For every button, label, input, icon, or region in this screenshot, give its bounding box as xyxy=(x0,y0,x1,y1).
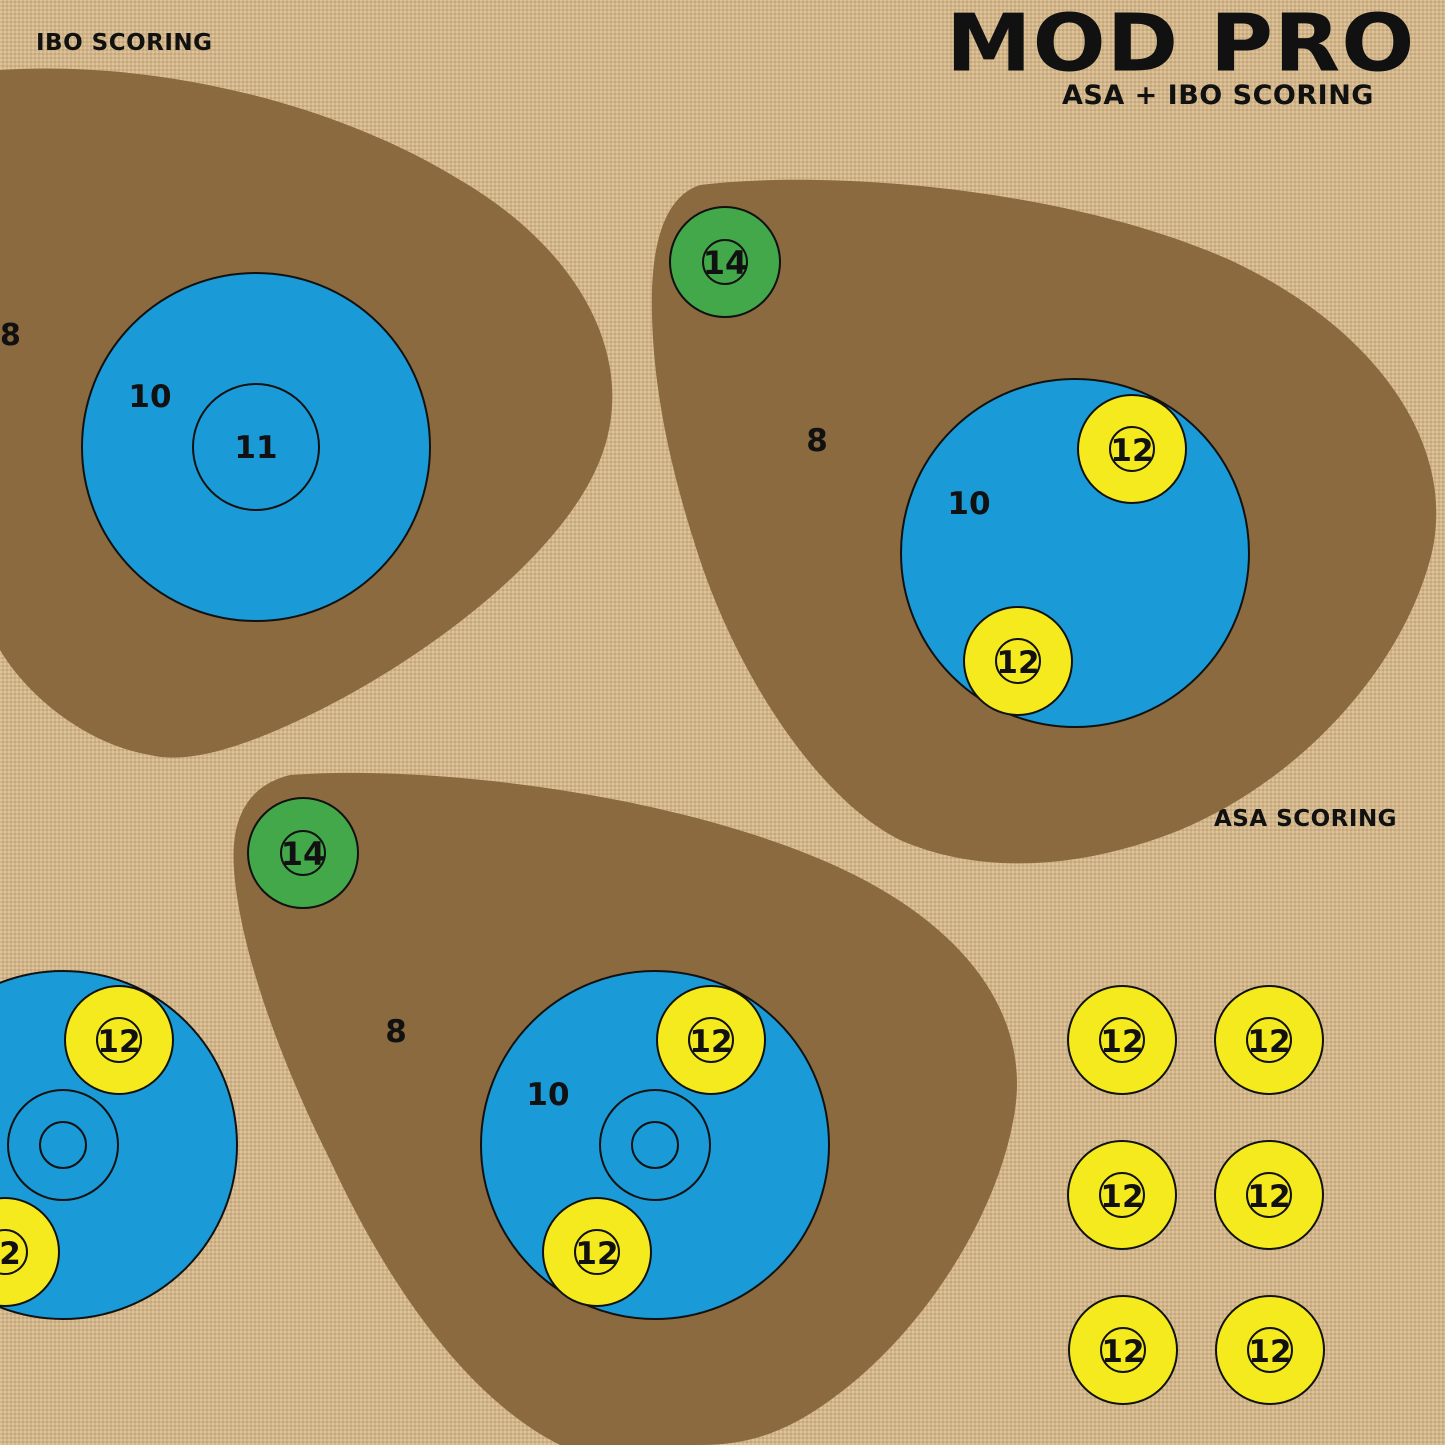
score-12: 12 xyxy=(97,1024,140,1060)
ring-12-upper-inner xyxy=(96,1017,142,1063)
ring-12-upper xyxy=(656,985,766,1095)
spare-dot: 12 xyxy=(1068,1295,1178,1405)
spare-dot: 12 xyxy=(1214,985,1324,1095)
ring-11 xyxy=(599,1089,711,1201)
spare-score: 12 xyxy=(1247,1179,1290,1215)
ring-11 xyxy=(7,1089,119,1201)
ring-12-upper-inner xyxy=(688,1017,734,1063)
kill-zone-10 xyxy=(480,970,830,1320)
spare-score: 12 xyxy=(1101,1334,1144,1370)
target-bottom-middle: 8 10 14 12 12 xyxy=(233,772,1017,1445)
score-10: 10 xyxy=(947,486,990,522)
kill-zone-10 xyxy=(900,378,1250,728)
score-12: 12 xyxy=(575,1236,618,1272)
ring-14-inner xyxy=(280,830,326,876)
ring-12-lower-inner xyxy=(0,1229,28,1275)
spare-score: 12 xyxy=(1100,1024,1143,1060)
spare-dots: 12 12 12 12 12 12 xyxy=(1067,985,1325,1405)
asa-scoring-label: ASA SCORING xyxy=(1214,806,1398,832)
target-bottom-left: 12 2 xyxy=(0,970,238,1320)
ring-12-upper xyxy=(64,985,174,1095)
spare-score: 12 xyxy=(1100,1179,1143,1215)
score-8: 8 xyxy=(806,423,828,459)
spare-dot: 12 xyxy=(1067,1140,1177,1250)
spare-dot: 12 xyxy=(1067,985,1177,1095)
ring-12-lower xyxy=(0,1197,60,1307)
spare-score: 12 xyxy=(1247,1024,1290,1060)
score-12: 12 xyxy=(996,645,1039,681)
score-12-partial: 2 xyxy=(0,1236,21,1272)
ring-12-upper-inner xyxy=(1109,426,1155,472)
spare-score: 12 xyxy=(1248,1334,1291,1370)
ibo-scoring-label: IBO SCORING xyxy=(36,30,213,56)
kill-zone-10 xyxy=(81,272,431,622)
spare-dot: 12 xyxy=(1215,1295,1325,1405)
score-14: 14 xyxy=(281,835,326,873)
score-8-partial: 8 xyxy=(0,318,21,353)
brand-subtitle: ASA + IBO SCORING xyxy=(1062,80,1374,111)
score-10: 10 xyxy=(526,1077,569,1113)
ring-12-lower xyxy=(542,1197,652,1307)
ring-12-lower-inner xyxy=(574,1229,620,1275)
target-asa-top-right: 8 10 14 12 12 xyxy=(651,179,1437,864)
ring-11 xyxy=(192,383,320,511)
score-12: 12 xyxy=(1110,433,1153,469)
ring-x xyxy=(631,1121,679,1169)
ring-x xyxy=(39,1121,87,1169)
score-11: 11 xyxy=(234,430,277,466)
ring-12-upper xyxy=(1077,394,1187,504)
target-ibo-top-left: 8 10 11 xyxy=(0,68,613,758)
ring-14 xyxy=(669,206,781,318)
score-14: 14 xyxy=(703,244,748,282)
brand-title: MOD PRO xyxy=(946,0,1416,90)
ring-12-lower-inner xyxy=(995,638,1041,684)
ring-14 xyxy=(247,797,359,909)
score-12: 12 xyxy=(689,1024,732,1060)
ring-12-lower xyxy=(963,606,1073,716)
score-10: 10 xyxy=(128,379,171,415)
spare-dot: 12 xyxy=(1214,1140,1324,1250)
score-8: 8 xyxy=(385,1014,407,1050)
ring-14-inner xyxy=(702,239,748,285)
